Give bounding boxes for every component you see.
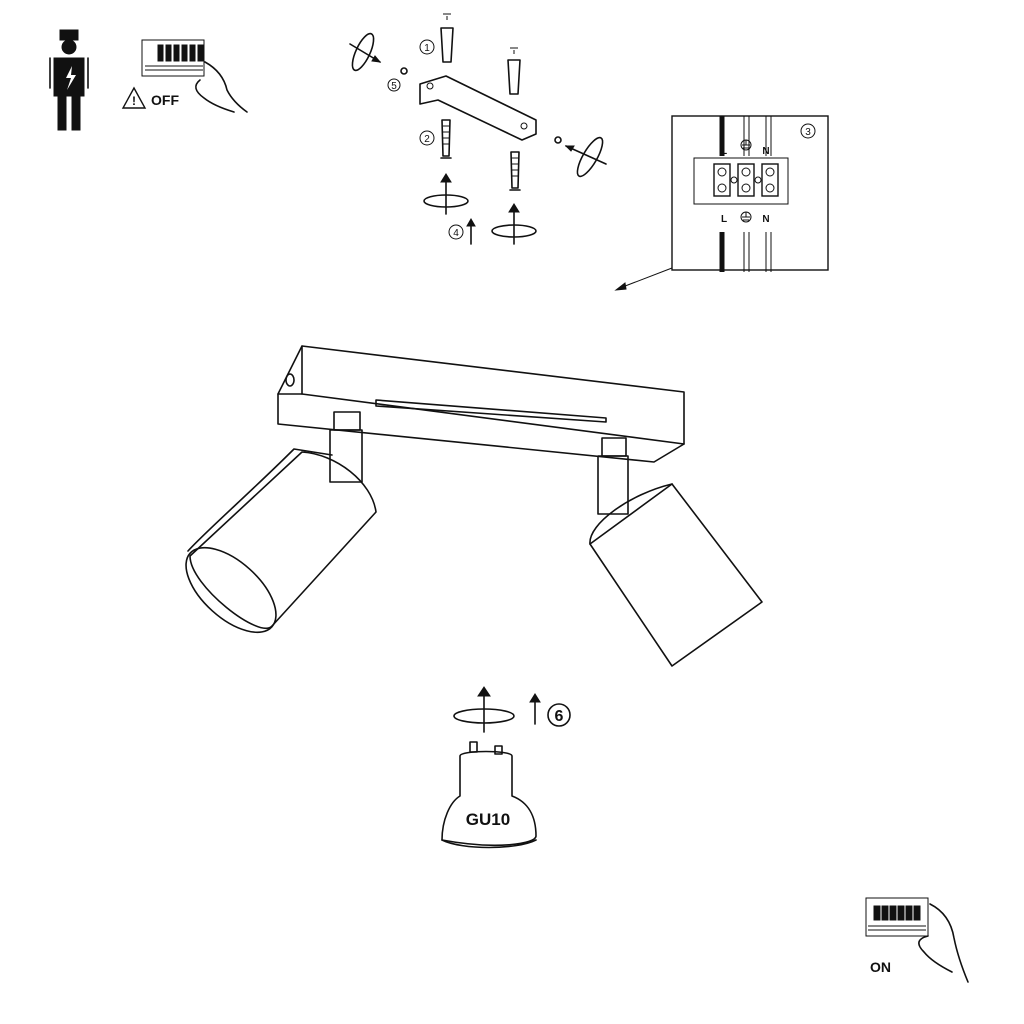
up-arrow-icon-6 bbox=[529, 693, 541, 725]
fuse-box-on bbox=[865, 897, 969, 983]
screwdriver-icon-right bbox=[564, 136, 607, 178]
wiring-detail-panel bbox=[671, 115, 829, 272]
svg-text:!: ! bbox=[132, 94, 136, 108]
screwdriver-icon-left bbox=[349, 32, 382, 72]
screw-small-icon bbox=[400, 67, 408, 75]
step-badge-2: 2 bbox=[419, 130, 435, 146]
screw-small-icon-right bbox=[554, 136, 562, 144]
step-badge-5: 5 bbox=[387, 78, 401, 92]
wall-plug-icon-left bbox=[440, 13, 454, 63]
wall-plug-icon-right bbox=[507, 47, 521, 95]
warning-icon: ! bbox=[121, 86, 147, 109]
lamp-base-bar bbox=[277, 345, 685, 463]
off-label: OFF bbox=[151, 92, 179, 108]
svg-text:5: 5 bbox=[391, 81, 397, 92]
gu10-bulb-icon bbox=[441, 741, 537, 849]
up-arrow-icon-4 bbox=[466, 217, 476, 245]
earth-icon bbox=[740, 139, 752, 223]
step-badge-4: 4 bbox=[448, 224, 464, 240]
fuse-box-off bbox=[141, 39, 248, 113]
step-badge-1: 1 bbox=[419, 39, 435, 55]
svg-text:4: 4 bbox=[453, 228, 459, 239]
step-badge-6: 6 bbox=[547, 703, 571, 727]
mounting-bracket bbox=[419, 75, 537, 141]
rotate-arrow-icon-bulb bbox=[453, 686, 515, 733]
screw-icon-left bbox=[440, 119, 452, 159]
svg-text:1: 1 bbox=[424, 43, 430, 54]
terminal-label-l-top: L bbox=[721, 146, 727, 157]
screw-icon-right bbox=[509, 151, 521, 191]
terminal-label-n-top: N bbox=[762, 146, 769, 157]
electrician-icon bbox=[49, 29, 89, 131]
svg-text:2: 2 bbox=[424, 134, 430, 145]
on-label: ON bbox=[870, 959, 891, 975]
terminal-label-n-bottom: N bbox=[762, 214, 769, 225]
terminal-label-l-bottom: L bbox=[721, 214, 727, 225]
bulb-type-label: GU10 bbox=[466, 810, 510, 829]
spotlight-right bbox=[589, 437, 763, 667]
rotate-arrow-icon-left bbox=[423, 173, 469, 215]
pointer-arrow-icon bbox=[614, 267, 673, 291]
svg-text:6: 6 bbox=[555, 708, 564, 725]
spotlight-left bbox=[185, 411, 377, 634]
svg-text:3: 3 bbox=[805, 127, 811, 138]
rotate-arrow-icon-right bbox=[491, 203, 537, 245]
step-badge-3: 3 bbox=[800, 123, 816, 139]
